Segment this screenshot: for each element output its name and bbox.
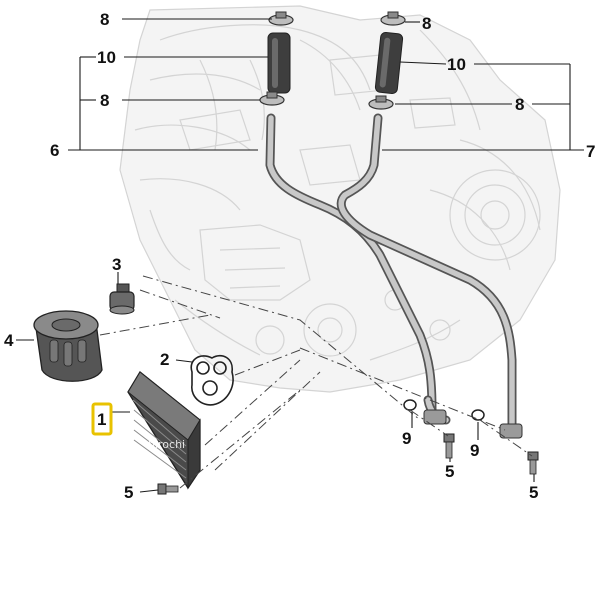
callout-5-right: 5 xyxy=(529,483,538,502)
watermark: hirochi xyxy=(148,438,185,451)
o-ring-icon xyxy=(471,409,485,421)
callout-10-right: 10 xyxy=(447,55,466,74)
oil-cooler-icon xyxy=(127,371,201,490)
callout-8-mid-left: 8 xyxy=(100,91,109,110)
hose-icon xyxy=(267,32,291,94)
callout-9-left: 9 xyxy=(402,429,411,448)
screw-icon xyxy=(157,483,179,495)
callout-8-mid-right: 8 xyxy=(515,95,524,114)
coolant-pipe-right xyxy=(336,113,523,439)
callout-2: 2 xyxy=(160,350,169,369)
callout-3: 3 xyxy=(112,255,121,274)
fitting-icon xyxy=(109,283,135,315)
assembly-lines xyxy=(99,275,533,489)
hose-clamp-icon xyxy=(268,11,294,26)
callout-9-right: 9 xyxy=(470,441,479,460)
callout-5-bottom-left: 5 xyxy=(124,483,133,502)
callout-4: 4 xyxy=(4,331,14,350)
hose-clamp-icon xyxy=(368,95,394,110)
callout-7: 7 xyxy=(586,142,595,161)
callout-8-top-right: 8 xyxy=(422,14,431,33)
leader-lines xyxy=(16,18,584,493)
hose-icon xyxy=(374,32,404,94)
screw-icon xyxy=(527,451,539,475)
callout-1: 1 xyxy=(97,410,106,429)
callout-6: 6 xyxy=(50,141,59,160)
oil-filter-icon xyxy=(33,310,103,382)
callout-10-left: 10 xyxy=(97,48,116,67)
callout-8-top-left: 8 xyxy=(100,10,109,29)
gasket-icon xyxy=(190,354,234,406)
screw-icon xyxy=(443,433,455,459)
hose-clamp-icon xyxy=(380,11,406,26)
highlight-box xyxy=(91,402,113,436)
callout-5-mid: 5 xyxy=(445,462,454,481)
